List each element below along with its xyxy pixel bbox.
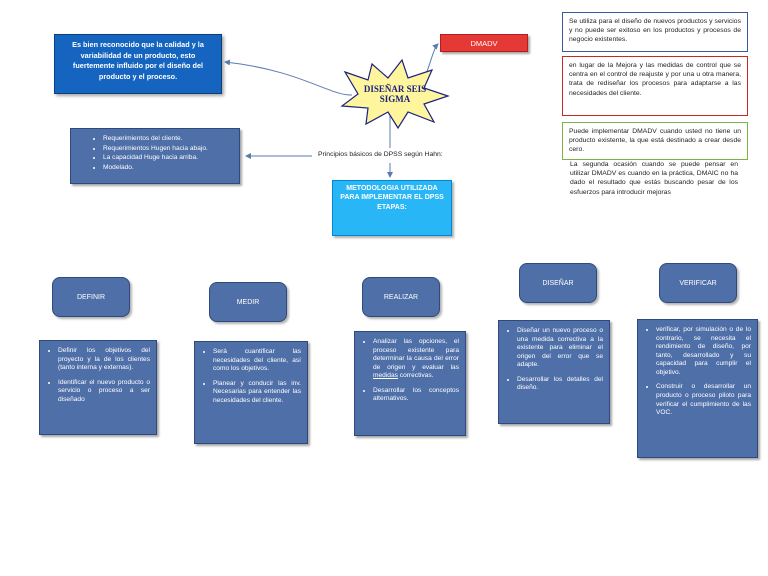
principles-label: Principios básicos de DPSS según Hahn: [318, 151, 443, 158]
note-green: Puede implementar DMADV cuando usted no … [562, 122, 748, 160]
verificar-item: Construir o desarrollar un producto o pr… [656, 383, 751, 417]
stage-realizar: REALIZAR [362, 277, 440, 317]
principle-item: Requerimientos del cliente. [103, 135, 233, 144]
medir-item: Será cuantificar las necesidades del cli… [213, 348, 301, 374]
principle-item: Modelado. [103, 164, 233, 173]
note-red: en lugar de la Mejora y las medidas de c… [562, 56, 748, 116]
principle-item: La capacidad Huge hacia arriba. [103, 154, 233, 163]
stage-verificar: VERIFICAR [659, 263, 737, 303]
stage-disenar: DISEÑAR [519, 263, 597, 303]
principles-box: Requerimientos del cliente. Requerimient… [70, 128, 240, 184]
realizar-detail-box: Analizar las opciones, el proceso existe… [354, 331, 466, 436]
stage-definir: DEFINIR [52, 277, 130, 317]
definir-detail-box: Definir los objetivos del proyecto y la … [39, 340, 157, 435]
disenar-detail-box: Diseñar un nuevo proceso o una medida co… [498, 320, 610, 424]
arrow-to-top-left-box [224, 59, 353, 96]
center-star-title: DISEÑAR SEIS SIGMA [363, 84, 427, 105]
principle-item: Requerimientos Hugen hacia abajo. [103, 145, 233, 154]
realizar-link-medidas[interactable]: medidas [373, 372, 398, 380]
disenar-item: Desarrollar los detalles del diseño. [517, 376, 603, 393]
top-left-info-box: Es bien reconocido que la calidad y la v… [54, 34, 222, 94]
medir-detail-box: Será cuantificar las necesidades del cli… [194, 341, 308, 444]
definir-item: Definir los objetivos del proyecto y la … [58, 347, 150, 373]
note-blue: Se utiliza para el diseño de nuevos prod… [562, 12, 748, 52]
medir-item: Planear y conducir las inv. Necesarias p… [213, 380, 301, 406]
disenar-item: Diseñar un nuevo proceso o una medida co… [517, 327, 603, 370]
stage-medir: MEDIR [209, 282, 287, 322]
definir-item: Identificar el nuevo producto o servicio… [58, 379, 150, 405]
realizar-item: Analizar las opciones, el proceso existe… [373, 338, 459, 381]
realizar-item: Desarrollar los conceptos alternativos. [373, 387, 459, 404]
verificar-detail-box: verificar, por simulación o de lo contra… [637, 319, 758, 458]
dmadv-box: DMADV [440, 34, 528, 52]
center-star-shape [340, 58, 450, 130]
verificar-item: verificar, por simulación o de lo contra… [656, 326, 751, 377]
methodology-box: METODOLOGIA UTILIZADA PARA IMPLEMENTAR E… [332, 180, 452, 236]
note-plain: La segunda ocasión cuando se puede pensa… [570, 161, 738, 196]
